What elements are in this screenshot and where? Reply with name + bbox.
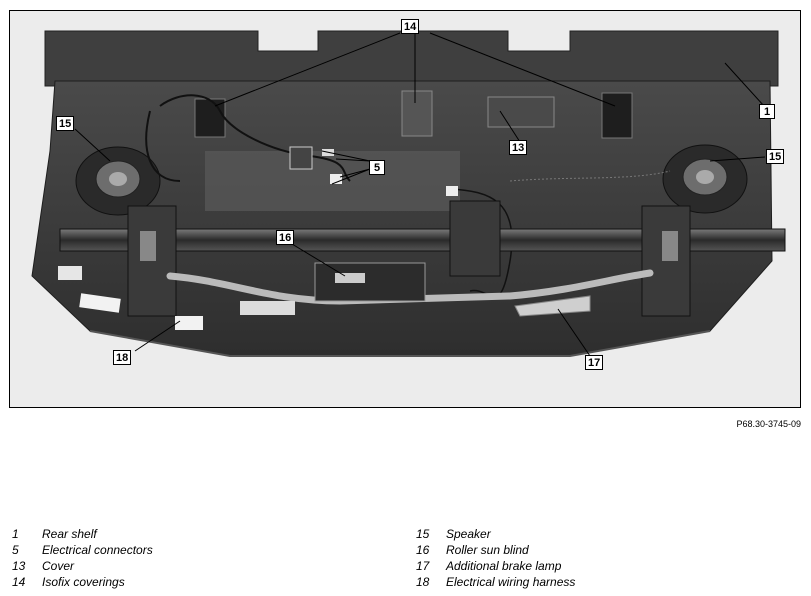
callout-13: 13 [509,140,528,155]
callout-15-right: 15 [766,149,785,164]
callout-17: 17 [585,355,604,370]
speaker-right [662,144,748,214]
additional-brake-lamp [514,295,591,317]
roller-blind-rail [59,228,786,252]
callout-15-left: 15 [56,116,75,131]
leader-lines [74,32,766,357]
rear-shelf-illustration [10,11,800,407]
callout-5: 5 [369,160,385,175]
callout-16: 16 [276,230,295,245]
isofix-covering-center [401,90,433,137]
callout-18: 18 [113,350,132,365]
isofix-covering-left [194,98,226,138]
callout-1: 1 [759,104,775,119]
speaker-left [75,146,161,216]
cover-13 [487,96,555,128]
isofix-covering-right [601,92,633,139]
rear-shelf-photo [9,10,801,408]
figure-reference: P68.30-3745-09 [736,419,801,429]
shelf-back-flange [44,30,779,87]
callout-14: 14 [401,19,420,34]
